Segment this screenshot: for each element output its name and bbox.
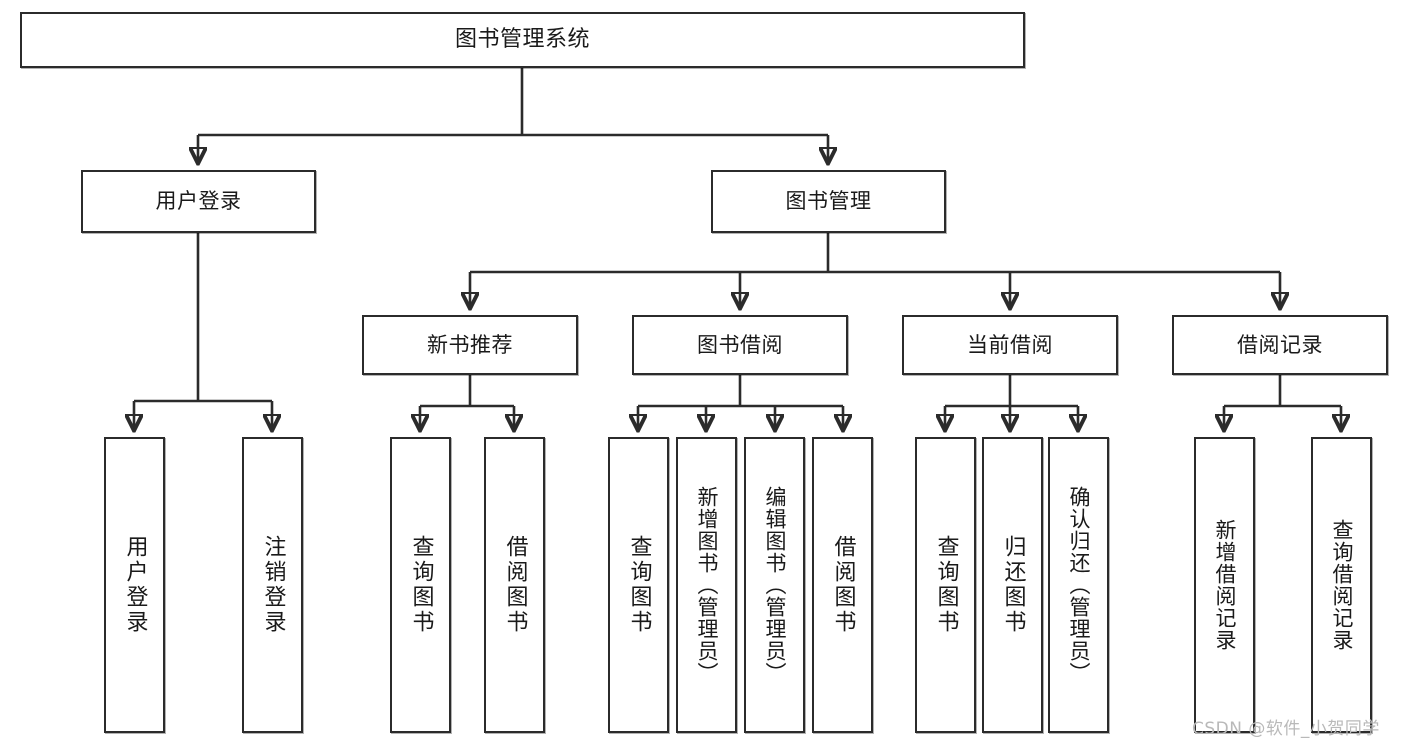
node-label: 查询图书: [408, 535, 434, 635]
leaf-confirm-return-admin[interactable]: 确认归还（管理员）: [1048, 437, 1109, 733]
leaf-query-book-borrow[interactable]: 查询图书: [608, 437, 669, 733]
node-label: 归还图书: [1000, 535, 1026, 635]
node-label: 查询借阅记录: [1330, 519, 1354, 651]
node-label: 图书管理系统: [454, 27, 590, 53]
node-label: 借阅图书: [502, 535, 528, 635]
node-label: 借阅记录: [1237, 332, 1323, 357]
node-root-book-management-system[interactable]: 图书管理系统: [20, 12, 1025, 68]
node-label: 查询图书: [626, 535, 652, 635]
node-user-login[interactable]: 用户登录: [81, 170, 316, 233]
leaf-user-login[interactable]: 用户登录: [104, 437, 165, 733]
node-book-management[interactable]: 图书管理: [711, 170, 946, 233]
node-new-book-recommend[interactable]: 新书推荐: [362, 315, 578, 375]
leaf-add-book-admin[interactable]: 新增图书（管理员）: [676, 437, 737, 733]
leaf-query-borrow-record[interactable]: 查询借阅记录: [1311, 437, 1372, 733]
node-label: 注销登录: [260, 535, 286, 635]
node-label: 图书借阅: [697, 332, 783, 357]
node-borrow-record[interactable]: 借阅记录: [1172, 315, 1388, 375]
leaf-borrow-book-borrow[interactable]: 借阅图书: [812, 437, 873, 733]
leaf-edit-book-admin[interactable]: 编辑图书（管理员）: [744, 437, 805, 733]
node-label: 用户登录: [122, 535, 148, 635]
node-label: 新增图书（管理员）: [695, 486, 719, 684]
node-current-borrow[interactable]: 当前借阅: [902, 315, 1118, 375]
leaf-query-book-current[interactable]: 查询图书: [915, 437, 976, 733]
leaf-logout-login[interactable]: 注销登录: [242, 437, 303, 733]
node-label: 图书管理: [785, 189, 872, 214]
node-label: 查询图书: [933, 535, 959, 635]
node-book-borrow[interactable]: 图书借阅: [632, 315, 848, 375]
leaf-return-book[interactable]: 归还图书: [982, 437, 1043, 733]
leaf-add-borrow-record[interactable]: 新增借阅记录: [1194, 437, 1255, 733]
node-label: 新书推荐: [427, 332, 513, 357]
node-label: 新增借阅记录: [1213, 519, 1237, 651]
node-label: 确认归还（管理员）: [1067, 486, 1091, 684]
leaf-borrow-book-recommend[interactable]: 借阅图书: [484, 437, 545, 733]
node-label: 用户登录: [155, 189, 242, 214]
node-label: 借阅图书: [830, 535, 856, 635]
node-label: 当前借阅: [967, 332, 1053, 357]
node-label: 编辑图书（管理员）: [763, 486, 787, 684]
leaf-query-book-recommend[interactable]: 查询图书: [390, 437, 451, 733]
watermark-csdn: CSDN @软件_小贺同学: [1192, 719, 1380, 739]
